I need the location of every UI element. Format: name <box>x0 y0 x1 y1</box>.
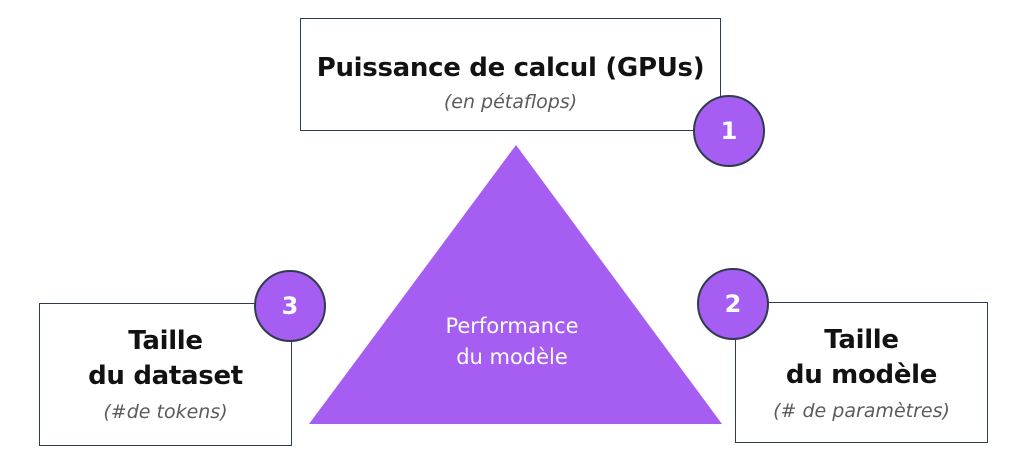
dataset-size-box: Taille du dataset (#de tokens) <box>39 303 292 446</box>
model-size-title-line1: Taille <box>824 325 899 355</box>
dataset-size-unit: (#de tokens) <box>103 401 228 423</box>
model-performance-label: Performance du modèle <box>410 311 614 373</box>
model-performance-line2: du modèle <box>456 345 568 369</box>
step-3-badge: 3 <box>254 270 326 342</box>
model-size-title: Taille du modèle <box>736 323 987 393</box>
model-performance-line1: Performance <box>445 314 579 338</box>
step-2-badge: 2 <box>697 268 769 340</box>
dataset-size-title: Taille du dataset <box>40 324 291 394</box>
compute-power-box: Puissance de calcul (GPUs) (en pétaflops… <box>300 18 721 131</box>
model-size-box: Taille du modèle (# de paramètres) <box>735 302 988 443</box>
compute-power-title: Puissance de calcul (GPUs) <box>316 53 705 83</box>
model-size-unit: (# de paramètres) <box>773 400 950 422</box>
step-1-badge: 1 <box>693 95 765 167</box>
dataset-size-title-line1: Taille <box>128 326 203 356</box>
model-size-title-line2: du modèle <box>785 360 938 390</box>
dataset-size-title-line2: du dataset <box>88 361 243 391</box>
triangle-shape <box>309 145 722 424</box>
compute-power-unit: (en pétaflops) <box>443 91 578 113</box>
